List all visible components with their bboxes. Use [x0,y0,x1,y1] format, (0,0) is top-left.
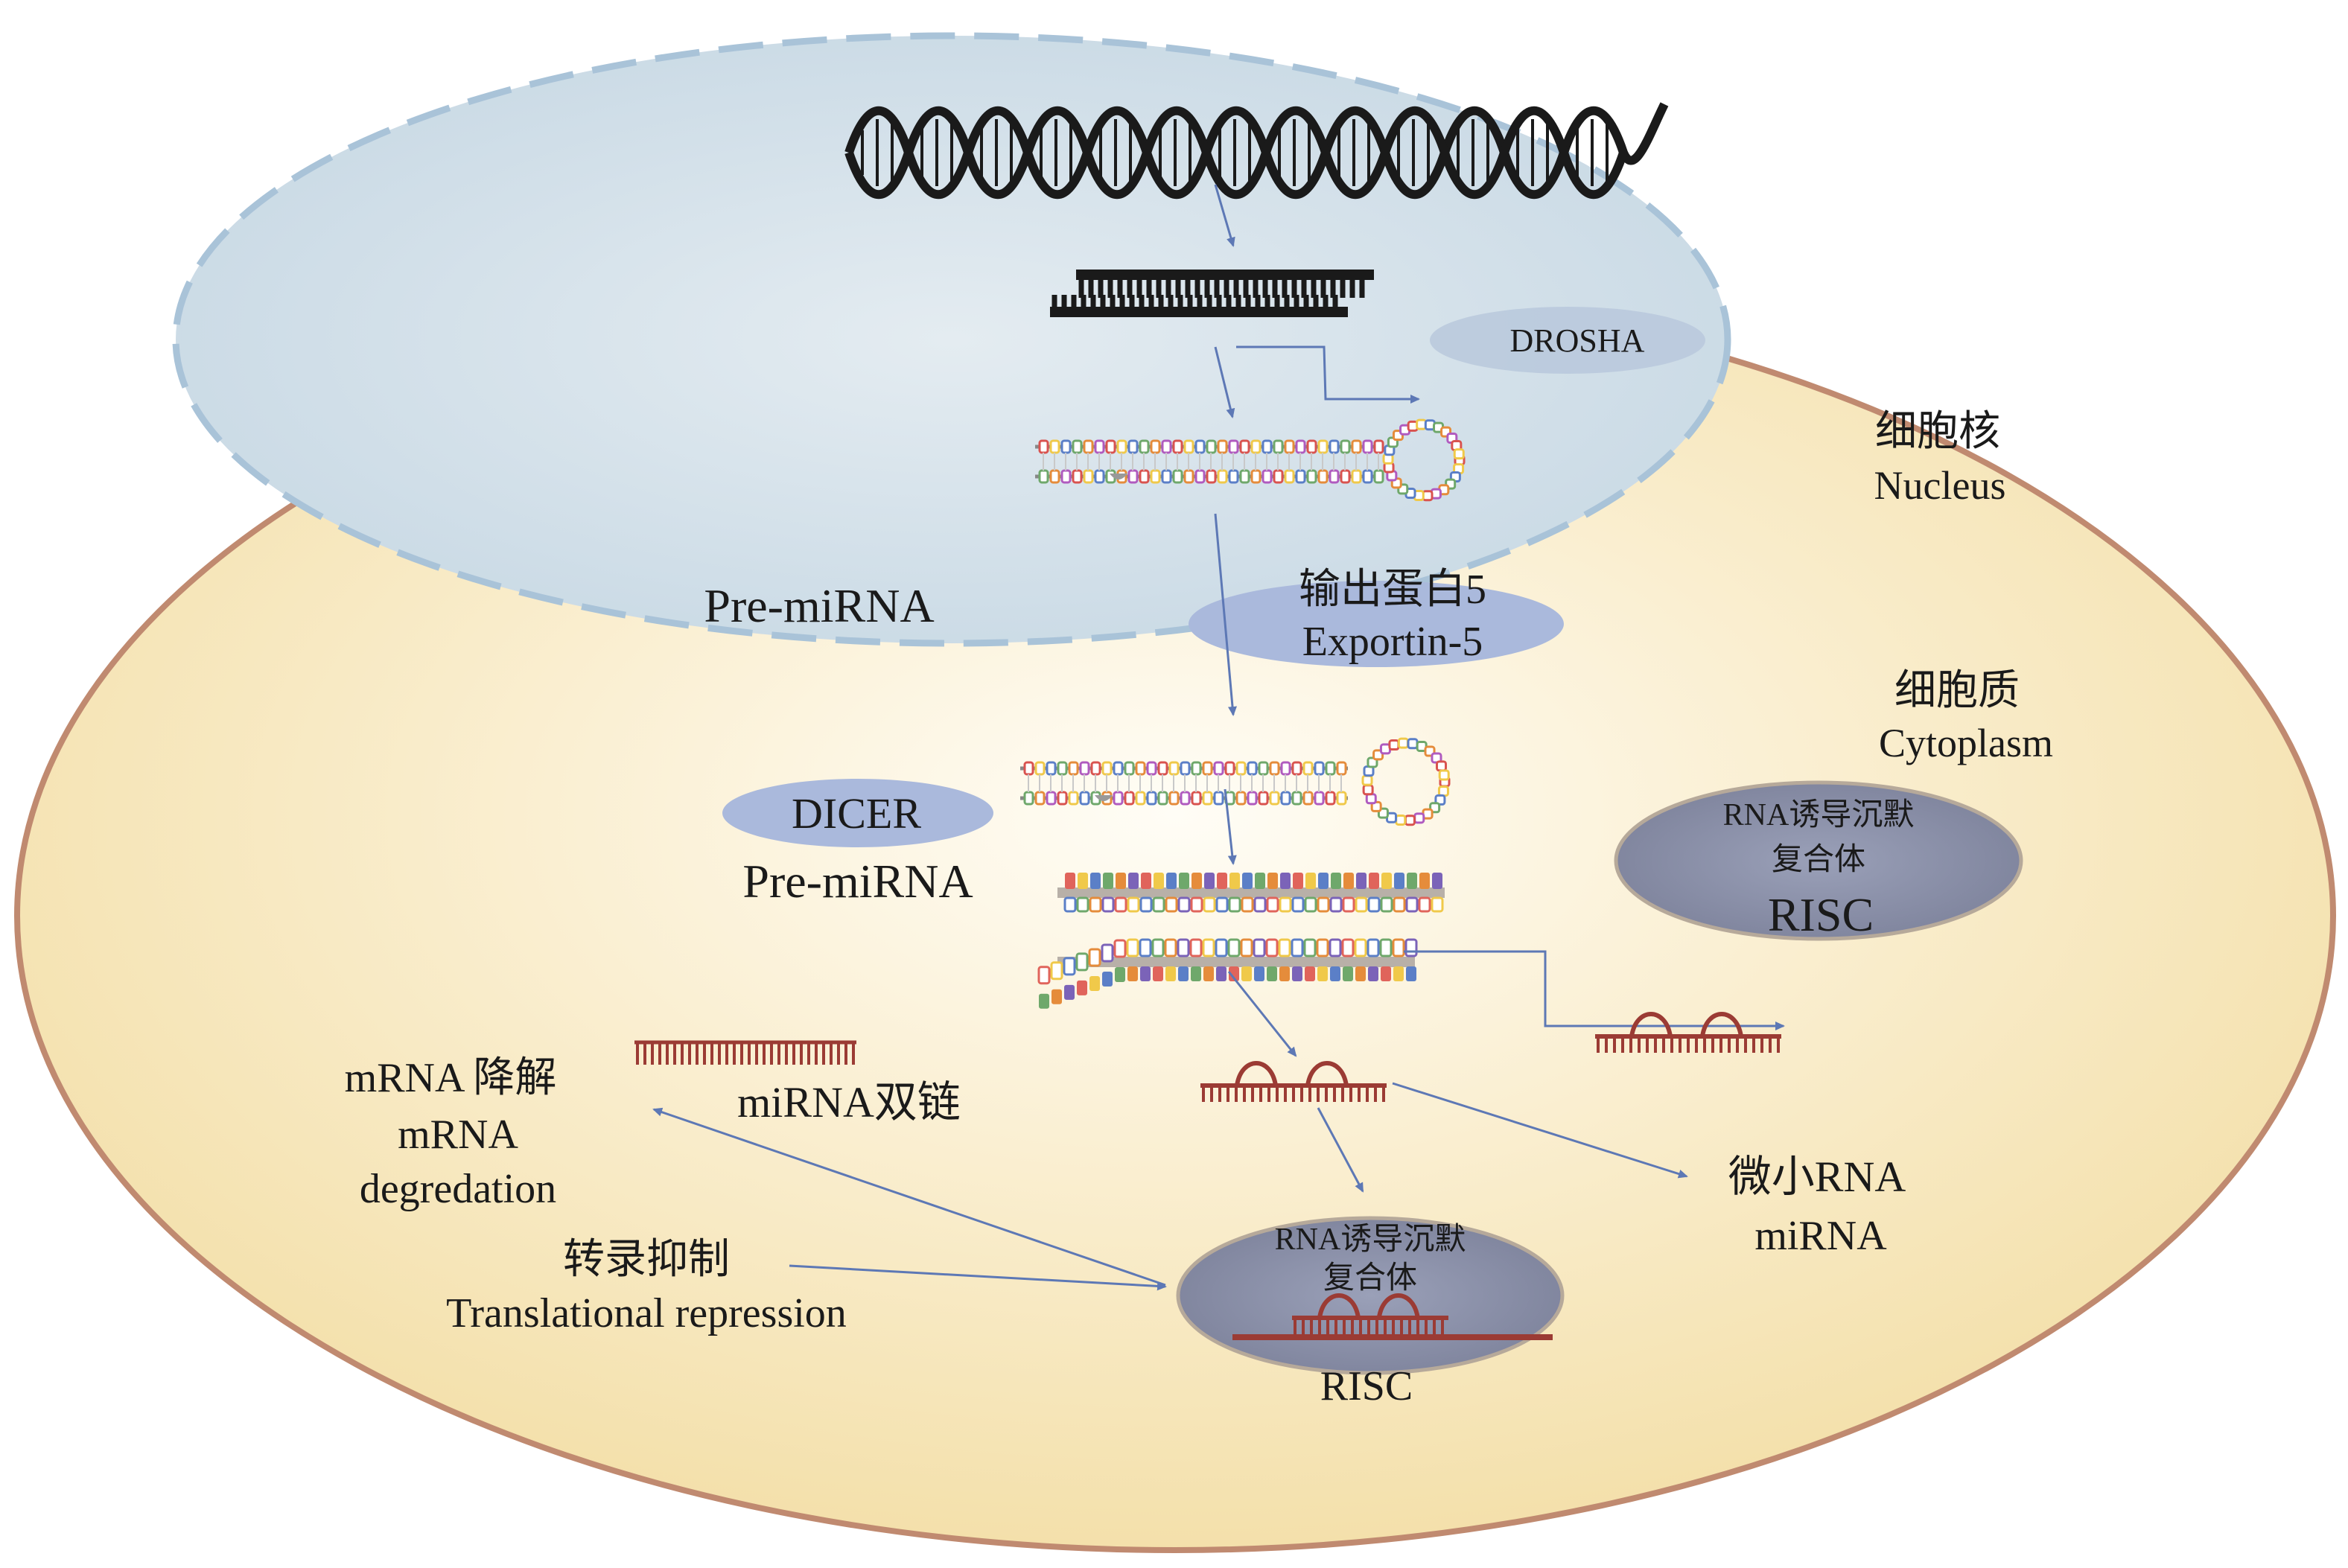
dicer-protein [722,779,993,847]
arrow-to-risc [1317,1107,1364,1193]
dna-helix-icon [844,102,1669,200]
arrow-to-mature [1227,971,1297,1057]
risc-top-label-en: RISC [1768,888,1874,941]
pri-mirna-duplex-icon [1050,270,1374,317]
translational-repression-label-cn: 转录抑制 [563,1237,730,1283]
cleaved-duplex-icon [1037,873,1445,1009]
mirna-label-cn: 微小RNA [1728,1153,1906,1201]
risc-bound-strand-icon [1292,1293,1448,1334]
cytoplasm-label-cn: 细胞质 [1894,668,2020,714]
arrow-repression-to-risc [789,1264,1167,1291]
cytoplasm-label-en: Cytoplasm [1879,721,2053,765]
mirna-duplex-comb-icon [634,1040,856,1065]
passenger-strand-icon [1595,1012,1781,1053]
pre-mirna-label-2: Pre-miRNA [742,855,973,908]
risc-bottom-label-cn1: RNA诱导沉默 [1275,1223,1466,1257]
translational-repression-label-en: Translational repression [446,1290,847,1336]
mrna-degradation-label-en1: mRNA [398,1112,518,1158]
pre-mirna-label-1: Pre-miRNA [704,579,934,632]
arrow-passenger [1404,950,1785,1030]
mature-strand-icon [1200,1061,1387,1102]
mrna-degradation-label-en2: degredation [360,1166,556,1212]
drosha-protein [1430,307,1705,374]
exportin5-label-cn: 输出蛋白5 [1299,567,1486,613]
arrow-dna-to-pri [1214,184,1235,247]
risc-top-label-cn1: RNA诱导沉默 [1723,798,1915,832]
risc-complex-top [1614,780,2023,941]
nucleus-label-cn: 细胞核 [1875,409,2000,455]
arrow-pri-to-pre [1214,346,1235,418]
arrow-dicer-cleave [1224,788,1237,865]
nucleus-label-en: Nucleus [1874,463,2006,508]
dicer-label: DICER [792,789,921,838]
risc-bottom-label-cn2: 复合体 [1323,1261,1417,1295]
arrow-export [1214,513,1238,716]
drosha-label: DROSHA [1510,322,1645,359]
arrow-to-mirna [1392,1082,1688,1179]
risc-top-label-cn2: 复合体 [1772,843,1865,877]
pre-mirna-hairpin-cytoplasm-icon [1020,737,1451,826]
mirna-duplex-label: miRNA双链 [737,1078,961,1126]
arrow-risc-to-degradation [652,1107,1166,1287]
pre-mirna-hairpin-nucleus-icon [1035,418,1466,502]
mrna-degradation-label-cn: mRNA 降解 [345,1055,557,1101]
mirna-label-en: miRNA [1754,1213,1887,1259]
arrow-drosha-cleave [1236,345,1420,404]
exportin5-protein [1189,581,1564,667]
exportin5-label-en: Exportin-5 [1302,619,1483,665]
risc-bottom-label-en: RISC [1320,1363,1413,1409]
